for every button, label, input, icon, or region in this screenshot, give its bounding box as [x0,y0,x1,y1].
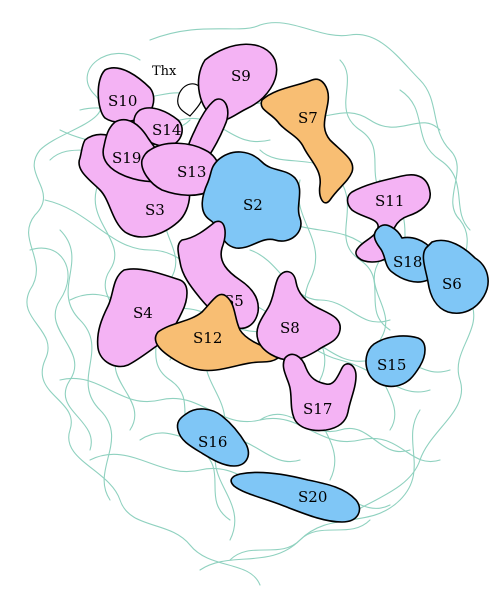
protein-s17: S17 [282,353,357,432]
protein-s11: S11 [346,174,431,263]
label-s6: S6 [442,275,462,293]
thx-label: Thx [152,64,177,79]
label-s11: S11 [375,192,404,210]
protein-s2: S2 [201,151,302,249]
protein-s6: S6 [422,239,489,314]
protein-s8: S8 [256,270,341,361]
protein-s7: S7 [260,78,354,204]
protein-s4: S4 [96,268,188,368]
label-s7: S7 [298,109,318,127]
protein-s15: S15 [365,335,426,388]
label-s2: S2 [243,196,263,214]
label-s9: S9 [231,67,251,85]
label-s13: S13 [177,163,206,181]
label-s10: S10 [108,92,137,110]
label-s18: S18 [393,253,422,271]
label-s15: S15 [377,356,406,374]
protein-s10: S10 [97,67,155,123]
label-s17: S17 [303,400,332,418]
label-s3: S3 [145,201,165,219]
label-s4: S4 [133,304,153,322]
label-s19: S19 [112,149,141,167]
label-s14: S14 [152,121,181,139]
label-s12: S12 [193,329,222,347]
label-s16: S16 [198,433,227,451]
protein-s20: S20 [230,471,361,523]
protein-s13: S13 [140,142,221,197]
protein-s16: S16 [176,408,250,467]
label-s8: S8 [280,319,300,337]
thx-region: Thx [152,64,204,117]
label-s20: S20 [298,488,327,506]
